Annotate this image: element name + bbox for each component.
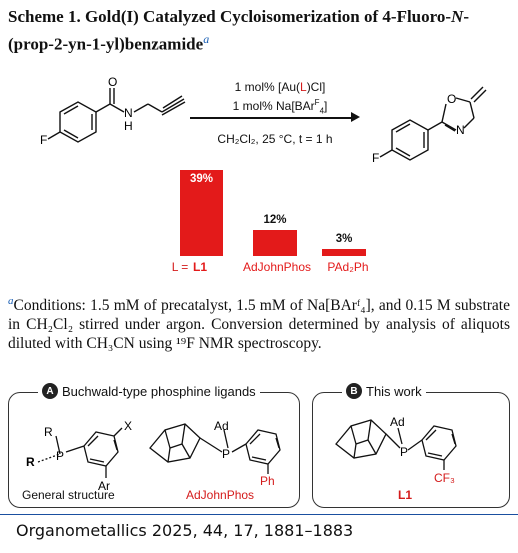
atom-p-l1: P <box>400 445 408 459</box>
scheme-footnote: aConditions: 1.5 mM of precatalyst, 1.5 … <box>8 292 510 353</box>
reaction-conditions-top: 1 mol% [Au(L)Cl] 1 mol% Na[BArF4] <box>200 80 360 118</box>
arrow-head <box>351 112 360 122</box>
atom-ar: Ar <box>98 479 110 493</box>
atom-ad-adjohnphos: Ad <box>214 419 229 433</box>
atom-x: X <box>124 419 132 433</box>
atom-n-reactant: N <box>124 106 133 120</box>
atom-r-lower: R <box>26 455 35 469</box>
bar-1 <box>253 229 297 256</box>
reaction-arrow <box>190 117 352 119</box>
box-a-title: Buchwald-type phosphine ligands <box>62 383 256 399</box>
title-footnote-marker[interactable]: a <box>203 32 210 46</box>
atom-ad-l1: Ad <box>390 415 405 429</box>
bar-category-label-0: L1 <box>192 260 207 274</box>
bar-2 <box>322 249 366 256</box>
l1-label: L1 <box>398 488 413 502</box>
atom-n-product: N <box>456 123 465 137</box>
footnote-marker: a <box>8 295 14 307</box>
bar-value-label-2: 3% <box>335 233 353 246</box>
atom-f-reactant: F <box>40 133 47 147</box>
general-structure-label: General structure <box>22 488 115 502</box>
footnote-text: Conditions: 1.5 mM of precatalyst, 1.5 m… <box>8 297 510 353</box>
atom-p-adjohnphos: P <box>222 447 230 461</box>
bar-category-label-1: AdJohnPhos <box>242 260 312 274</box>
title-italic: N <box>451 7 464 26</box>
atom-o-reactant: O <box>108 75 117 89</box>
bar-0 <box>180 170 223 256</box>
badge-a: A <box>42 383 58 399</box>
badge-b: B <box>346 383 362 399</box>
atom-p-general: P <box>56 449 64 463</box>
reactant-structure: F O N H F O N <box>40 75 487 165</box>
bar-value-label-0: 39% <box>189 173 214 185</box>
journal-citation: Organometallics 2025, 44, 17, 1881–1883 <box>0 514 518 540</box>
atom-ph: Ph <box>260 474 275 488</box>
box-b-title: This work <box>366 383 422 399</box>
atom-r-upper: R <box>44 425 53 439</box>
atom-f-product: F <box>372 151 379 165</box>
atom-cf3: CF₃ <box>434 471 455 485</box>
atom-h-reactant: H <box>124 119 133 133</box>
title-text-2: -(prop-2-yn-1-yl)benzamide <box>8 7 469 54</box>
chart-prefix-label: L = <box>171 260 189 274</box>
scheme-title: Scheme 1. Gold(I) Catalyzed Cycloisomeri… <box>8 6 508 56</box>
condition-catalyst: 1 mol% [Au(L)Cl] <box>234 80 326 94</box>
bar-category-label-2: PAd₂Ph <box>327 260 369 274</box>
adjohnphos-label: AdJohnPhos <box>186 488 255 502</box>
bar-value-label-1: 12% <box>263 213 287 226</box>
condition-additive: 1 mol% Na[BArF4] <box>232 98 328 116</box>
atom-o-product: O <box>447 92 456 106</box>
reaction-conditions-bottom: CH₂Cl₂, 25 °C, t = 1 h <box>217 132 333 146</box>
title-text-1: Scheme 1. Gold(I) Catalyzed Cycloisomeri… <box>8 7 452 26</box>
